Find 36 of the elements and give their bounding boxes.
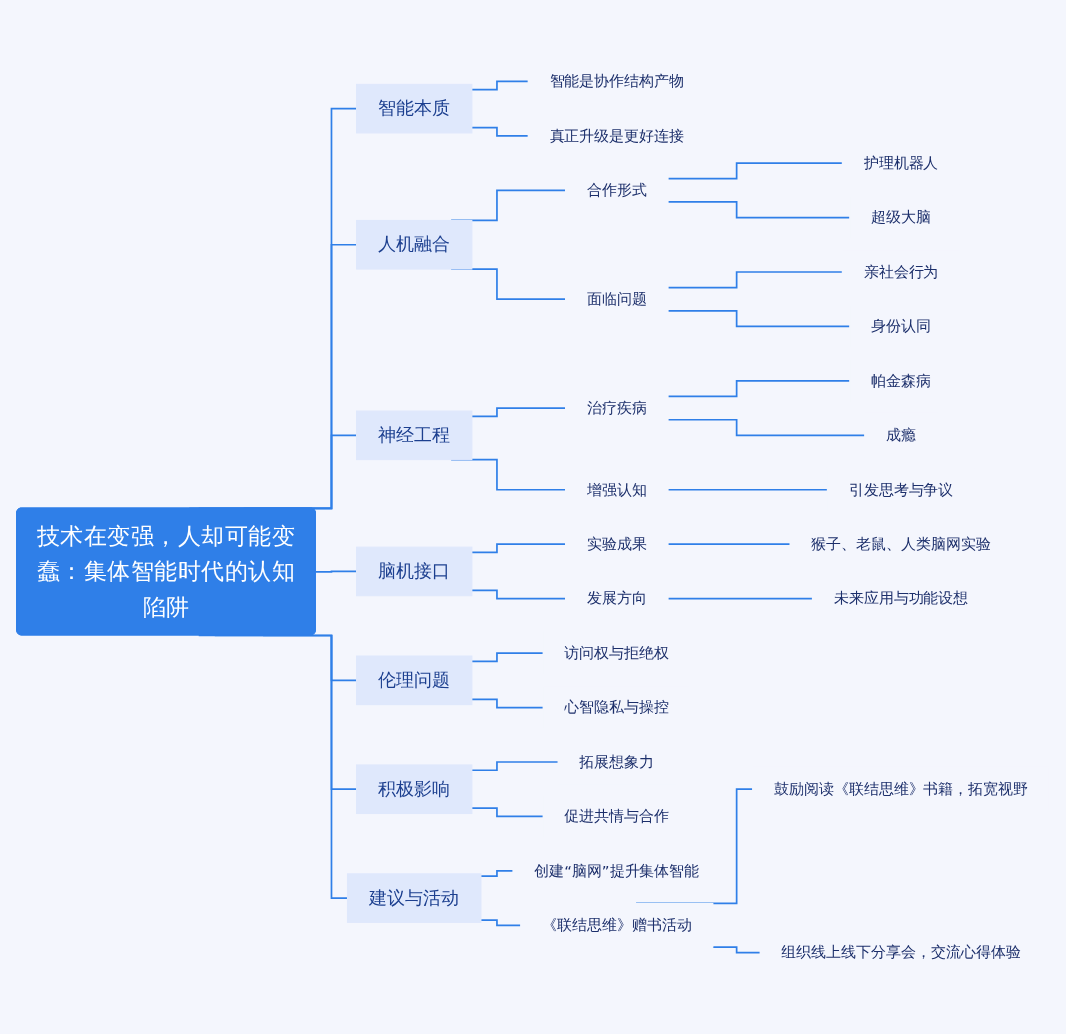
node-box: 脑机接口 bbox=[356, 546, 473, 597]
node-box: 神经工程 bbox=[356, 410, 473, 461]
node-text: 真正升级是更好连接 bbox=[549, 126, 685, 144]
node-text: 增强认知 bbox=[586, 480, 647, 498]
node-box: 伦理问题 bbox=[356, 655, 473, 706]
node-text: 促进共情与合作 bbox=[564, 807, 670, 825]
node-text: 帕金森病 bbox=[871, 371, 931, 389]
connector bbox=[471, 807, 544, 818]
node-text: 发展方向 bbox=[586, 589, 647, 607]
node-text: 引发思考与争议 bbox=[848, 480, 954, 498]
node-text: 身份认同 bbox=[871, 317, 931, 335]
connector bbox=[712, 946, 761, 954]
node-text: 心智隐私与操控 bbox=[564, 698, 670, 716]
node-text: 智能是协作结构产物 bbox=[549, 72, 685, 90]
node-text: 猴子、老鼠、人类脑网实验 bbox=[811, 535, 991, 553]
node-text: 实验成果 bbox=[586, 535, 647, 553]
node-text: 成瘾 bbox=[886, 426, 916, 444]
node-box: 人机融合 bbox=[356, 219, 473, 270]
connector bbox=[471, 652, 544, 663]
node-text: 超级大脑 bbox=[871, 208, 931, 226]
node-text: 拓展想象力 bbox=[579, 752, 655, 771]
node-text: 组织线上线下分享会，交流心得体验 bbox=[781, 943, 1021, 961]
node-text: 治疗疾病 bbox=[586, 399, 647, 417]
node-text: 护理机器人 bbox=[863, 154, 939, 172]
node-text: 亲社会行为 bbox=[863, 262, 939, 280]
node-box: 建议与活动 bbox=[346, 873, 482, 923]
node-text: 面临问题 bbox=[586, 290, 647, 308]
node-text: 合作形式 bbox=[586, 181, 647, 199]
node-text: 未来应用与功能设想 bbox=[833, 589, 969, 607]
connector bbox=[471, 698, 544, 709]
node-text: 鼓励阅读《联结思维》书籍，拓宽视野 bbox=[774, 780, 1029, 798]
node-box: 积极影响 bbox=[356, 764, 473, 815]
node-text: 创建“脑网”提升集体智能 bbox=[534, 861, 700, 879]
node-text: 访问权与拒绝权 bbox=[564, 644, 670, 662]
node-box: 智能本质 bbox=[356, 83, 473, 134]
connector bbox=[471, 761, 559, 772]
